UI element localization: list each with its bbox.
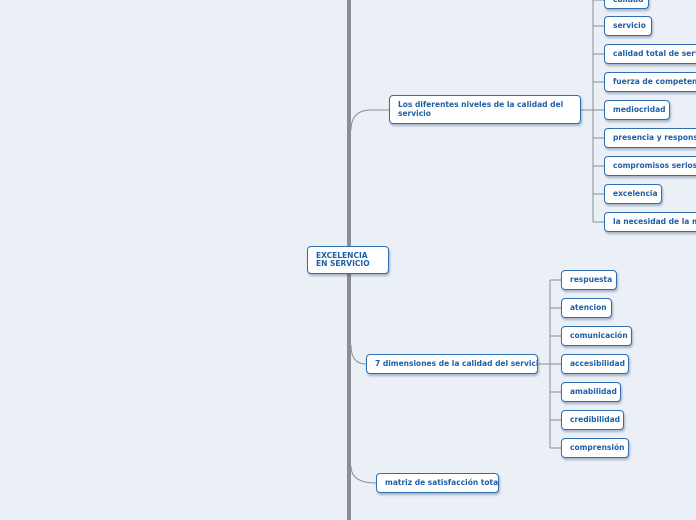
topic-7-dimensions[interactable]: 7 dimensiones de la calidad del servicio: [366, 354, 538, 374]
subtopic-respuesta[interactable]: respuesta: [561, 270, 617, 290]
subtopic-calidad[interactable]: calidad: [604, 0, 649, 9]
topic-service-levels[interactable]: Los diferentes niveles de la calidad del…: [389, 95, 581, 124]
subtopic-presencia-responsabilidad[interactable]: presencia y responsabilidad: [604, 128, 696, 148]
subtopic-comunicacion[interactable]: comunicación: [561, 326, 632, 346]
connector-topic-2: [350, 344, 367, 365]
connector-topic-3: [350, 465, 377, 484]
subtopic-servicio[interactable]: servicio: [604, 16, 652, 36]
subtopic-atencion[interactable]: atencion: [561, 298, 612, 318]
connector-topic-1: [350, 109, 389, 131]
subtopic-excelencia[interactable]: excelencia: [604, 184, 662, 204]
central-topic[interactable]: EXCELENCIA EN SERVICIO: [307, 246, 389, 274]
bracket-1-ticks: [593, 0, 604, 223]
topic-satisfaction-matrix[interactable]: matriz de satisfacción total: [376, 473, 499, 493]
subtopic-comprension[interactable]: comprensión: [561, 438, 629, 458]
subtopic-compromisos-serios[interactable]: compromisos serios: [604, 156, 696, 176]
subtopic-mediocridad[interactable]: mediocridad: [604, 100, 670, 120]
bracket-2-ticks: [550, 279, 561, 449]
subtopic-amabilidad[interactable]: amabilidad: [561, 382, 621, 402]
subtopic-credibilidad[interactable]: credibilidad: [561, 410, 624, 430]
subtopic-accesibilidad[interactable]: accesibilidad: [561, 354, 629, 374]
subtopic-necesidad-mejora[interactable]: la necesidad de la mejora: [604, 212, 696, 232]
subtopic-calidad-total[interactable]: calidad total de servicio: [604, 44, 696, 64]
subtopic-fuerza-competencia[interactable]: fuerza de competencia: [604, 72, 696, 92]
